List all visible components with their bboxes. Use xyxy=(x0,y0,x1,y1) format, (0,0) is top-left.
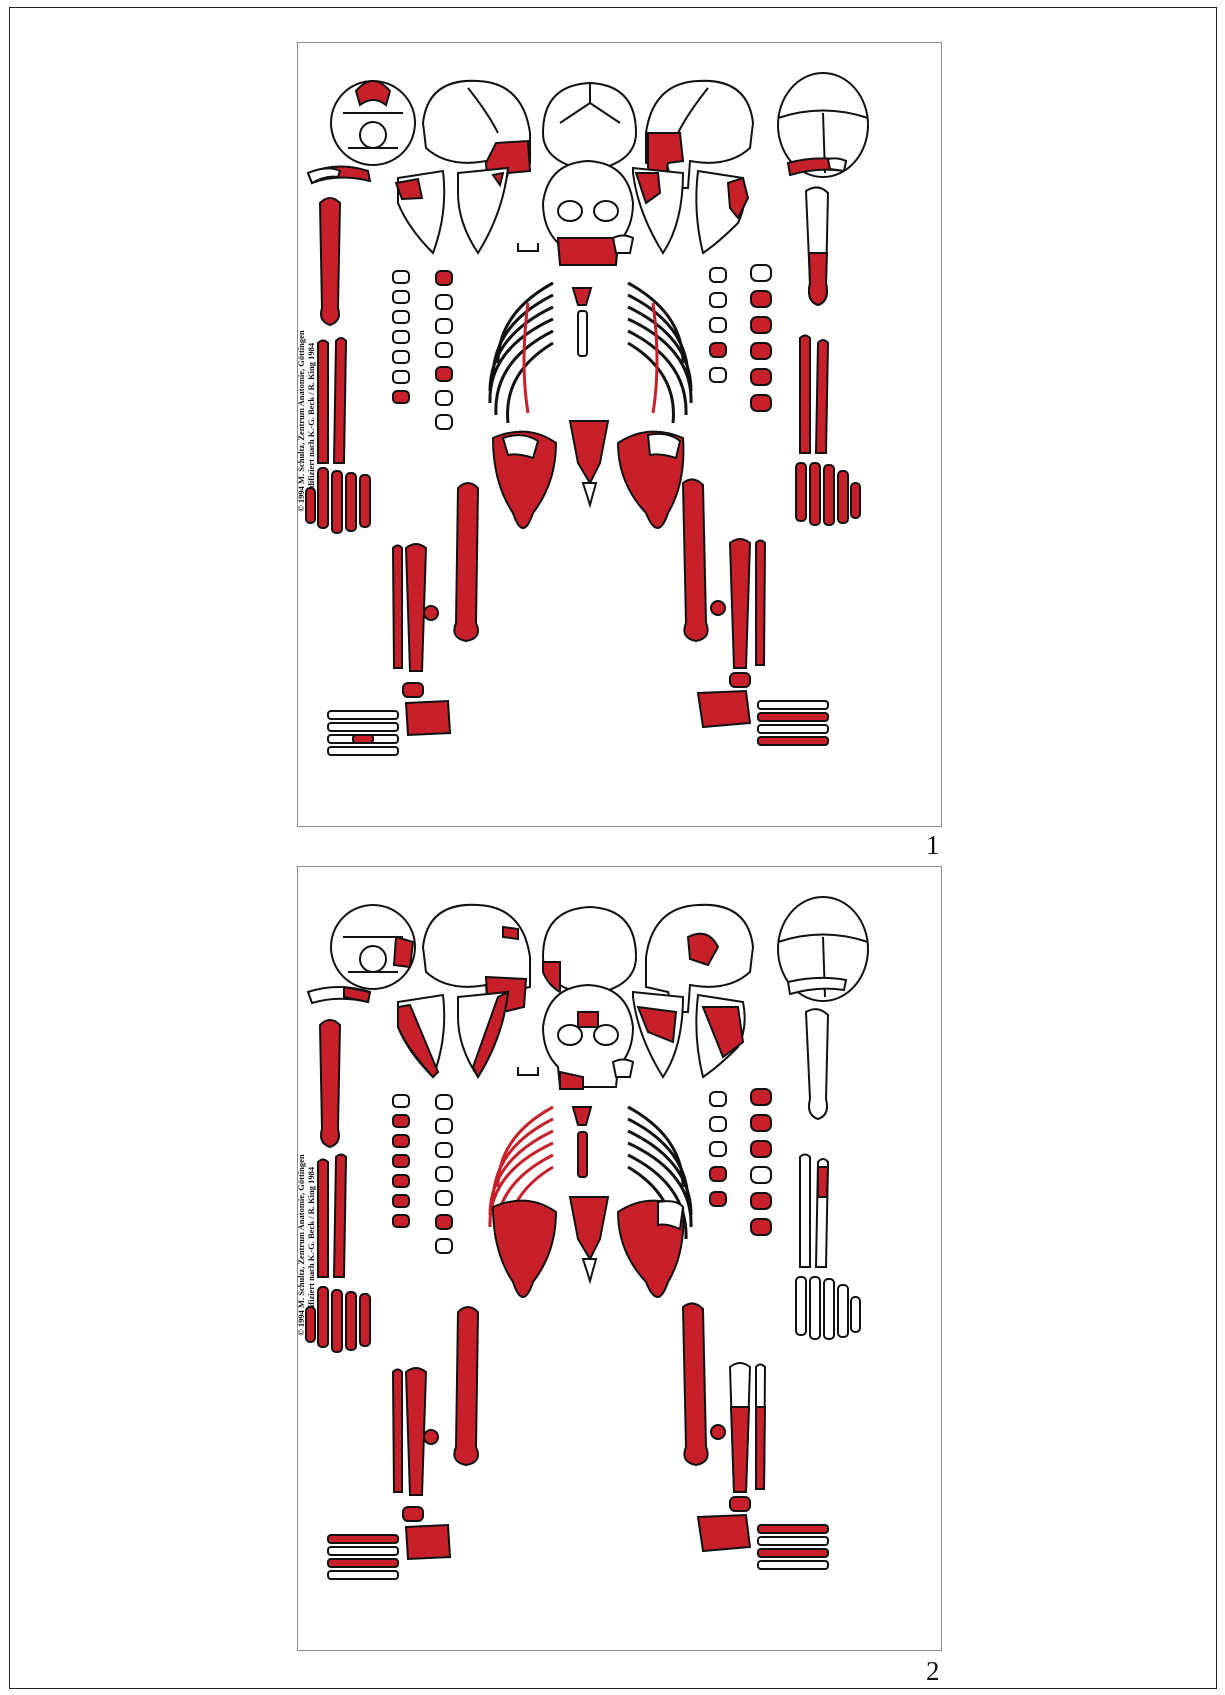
manubrium xyxy=(573,288,591,305)
thoracic-vertebrae-left xyxy=(436,1095,452,1253)
skeleton-chart-panel-1: © 1994 M. Schultz, Zentrum Anatomie, Göt… xyxy=(297,42,942,827)
vertebrae-right-1 xyxy=(710,268,726,382)
femur-left xyxy=(454,483,478,641)
skull-base-view xyxy=(331,81,415,165)
radius-left xyxy=(318,1160,328,1278)
humerus-left xyxy=(320,198,340,325)
skull-front-vault xyxy=(543,83,636,171)
skull-base-view xyxy=(331,905,415,989)
atlas xyxy=(613,1060,633,1078)
patella-right xyxy=(711,601,725,615)
radius-right xyxy=(800,336,810,454)
humerus-left xyxy=(320,1020,340,1147)
sacrum xyxy=(570,1197,608,1259)
fibula-left xyxy=(393,546,402,669)
manubrium xyxy=(573,1107,591,1125)
fibula-right xyxy=(756,541,765,666)
tibia-left xyxy=(406,1368,426,1495)
vertebrae-right-1 xyxy=(710,1092,726,1206)
humerus-right xyxy=(806,1009,828,1119)
radius-right xyxy=(800,1155,810,1268)
hip-bone-left xyxy=(493,1201,556,1297)
hand-left xyxy=(306,468,370,533)
panel-number-2: 2 xyxy=(926,1656,940,1687)
cervical-vertebrae-left xyxy=(393,1095,409,1227)
skull-front-vault xyxy=(543,907,636,995)
patella-left xyxy=(424,1430,438,1444)
ulna-left xyxy=(334,1155,346,1278)
thoracic-vertebrae-left xyxy=(436,271,452,429)
hyoid xyxy=(518,1067,538,1075)
hyoid xyxy=(518,243,538,251)
skeleton-diagram-2 xyxy=(298,867,941,1650)
hand-right xyxy=(796,463,860,525)
patella-right xyxy=(711,1425,725,1439)
sternum xyxy=(578,1132,587,1177)
hand-right xyxy=(796,1277,860,1339)
fibula-left xyxy=(393,1370,402,1493)
foot-left xyxy=(328,683,450,755)
sacrum xyxy=(570,421,608,483)
radius-left xyxy=(318,341,328,464)
cervical-vertebrae-left xyxy=(393,271,409,403)
tibia-right xyxy=(730,539,750,668)
skeleton-chart-panel-2: © 1994 M. Schultz, Zentrum Anatomie, Göt… xyxy=(297,866,942,1651)
femur-right xyxy=(683,1303,708,1465)
patella-left xyxy=(424,606,438,620)
sternum xyxy=(578,311,587,356)
foot-right xyxy=(698,673,828,745)
atlas xyxy=(613,236,633,254)
hand-left xyxy=(306,1287,370,1352)
coccyx xyxy=(583,1259,596,1281)
ulna-right xyxy=(816,340,828,453)
skeleton-diagram-1 xyxy=(298,43,941,826)
coccyx xyxy=(583,483,596,505)
lumbar-vertebrae-right xyxy=(751,265,771,411)
femur-right xyxy=(683,479,708,641)
ulna-left xyxy=(334,338,346,463)
femur-left xyxy=(454,1307,478,1465)
lumbar-vertebrae-right xyxy=(751,1089,771,1235)
panel-number-1: 1 xyxy=(926,830,940,861)
foot-left xyxy=(328,1507,450,1579)
rib-cage xyxy=(490,283,691,423)
foot-right xyxy=(698,1497,828,1569)
tibia-left xyxy=(406,544,426,671)
